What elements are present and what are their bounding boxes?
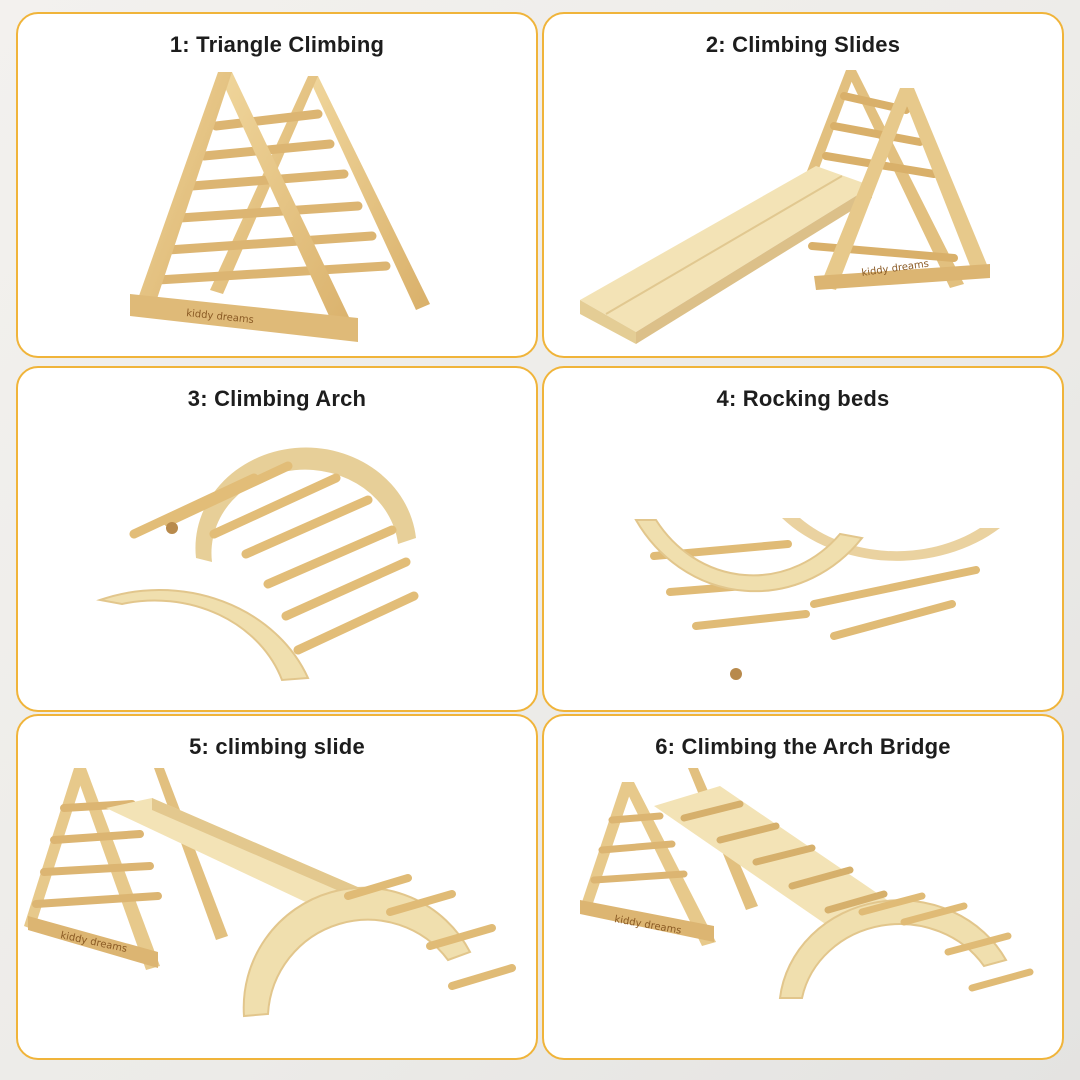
triangle-slide-illustration: kiddy dreams bbox=[580, 70, 990, 344]
panel-title: 4: Rocking beds bbox=[716, 386, 890, 411]
panel-title: 2: Climbing Slides bbox=[705, 32, 901, 57]
panel-title: 6: Climbing the Arch Bridge bbox=[655, 734, 951, 759]
panel-title: 3: Climbing Arch bbox=[187, 386, 367, 411]
brand-logo-mark bbox=[166, 522, 178, 534]
triangle-ladder-arch-illustration: kiddy dreams bbox=[580, 768, 1034, 999]
panel-climbing-arch: 3: Climbing Arch bbox=[16, 366, 538, 712]
panel-title: 1: Triangle Climbing bbox=[169, 32, 385, 57]
panel-climbing-slides: 2: Climbing Slides kiddy dreams bbox=[542, 12, 1064, 358]
brand-logo-text: kiddy dreams bbox=[59, 930, 128, 955]
triangle-climber-illustration: kiddy dreams bbox=[130, 72, 430, 342]
panel-climbing-arch-bridge: 6: Climbing the Arch Bridge kiddy dreams bbox=[542, 714, 1064, 1060]
panel-triangle-climbing: 1: Triangle Climbing kiddy dreams bbox=[16, 12, 538, 358]
climbing-arch-illustration bbox=[96, 447, 419, 682]
rocking-bed-illustration bbox=[634, 518, 1000, 680]
panel-rocking-beds: 4: Rocking beds bbox=[542, 366, 1064, 712]
triangle-slide-arch-illustration: kiddy dreams bbox=[24, 768, 516, 1018]
panel-climbing-slide: 5: climbing slide kiddy dreams bbox=[16, 714, 538, 1060]
panel-title: 5: climbing slide bbox=[189, 734, 365, 759]
brand-logo-mark bbox=[730, 668, 742, 680]
